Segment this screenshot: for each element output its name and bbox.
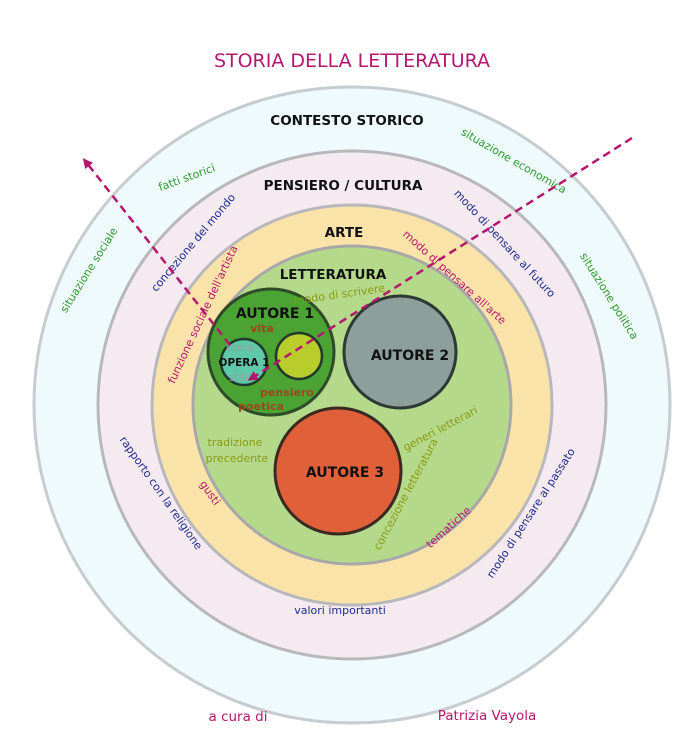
- autore-3-label: AUTORE 3: [306, 465, 384, 481]
- autore-2-label: AUTORE 2: [371, 348, 449, 364]
- label-vita: vita: [250, 322, 274, 335]
- footer-author: Patrizia Vayola: [438, 708, 537, 724]
- label-valori-importanti: valori importanti: [294, 604, 386, 617]
- footer-curated-by: a cura di: [209, 709, 268, 725]
- label-pensiero: pensiero: [260, 386, 314, 399]
- label-tradizione: tradizione: [208, 436, 263, 449]
- autore-3-circle: [273, 406, 403, 536]
- opera-1-label: OPERA 1: [219, 357, 270, 369]
- label-stile: stile: [229, 371, 252, 384]
- label-tema: tema: [226, 341, 255, 354]
- ring-title-contesto: CONTESTO STORICO: [270, 113, 423, 129]
- label-precedente: precedente: [206, 452, 269, 465]
- ring-title-letteratura: LETTERATURA: [280, 267, 387, 283]
- diagram-title: STORIA DELLA LETTERATURA: [214, 50, 490, 72]
- ring-title-pensiero: PENSIERO / CULTURA: [264, 178, 423, 194]
- ring-title-arte: ARTE: [325, 225, 364, 241]
- autore-1-label: AUTORE 1: [236, 306, 314, 322]
- label-poetica: poetica: [238, 400, 284, 413]
- arrow-to-opera: [247, 136, 633, 381]
- autore-2-circle: [342, 294, 458, 410]
- opera-2-circle: [274, 331, 324, 381]
